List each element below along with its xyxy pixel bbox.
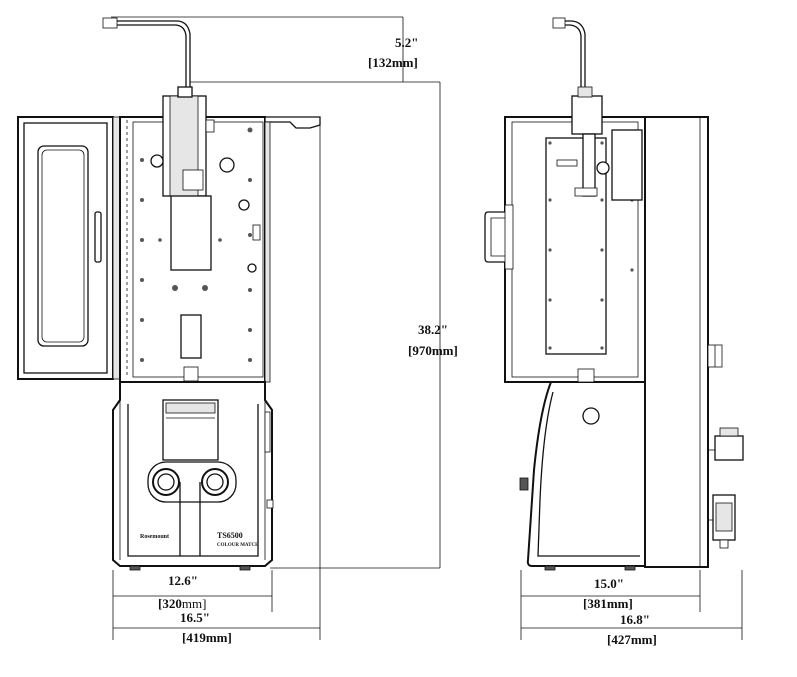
overall-depth-inch: 16.8" <box>620 612 650 627</box>
dimension-height: 38.2" [970mm] <box>270 82 458 569</box>
nozzle-offset-mm: [132mm] <box>368 55 418 70</box>
door-handle <box>94 211 102 263</box>
front-upper-chamber <box>119 86 321 383</box>
side-rear-panel <box>644 116 744 568</box>
dimension-overall-width: 16.5" [419mm] <box>113 125 321 645</box>
nozzle-offset-inch: 5.2" <box>395 35 418 50</box>
side-nozzle-pipe <box>552 17 586 96</box>
cabinet-width-inch: 12.6" <box>168 573 198 588</box>
depth-inch: 15.0" <box>594 576 624 591</box>
overall-width-inch: 16.5" <box>180 610 210 625</box>
overall-width-mm: [419mm] <box>182 630 232 645</box>
side-base <box>519 368 646 571</box>
side-upper-chamber <box>484 86 693 383</box>
side-view: 15.0" [381mm] 16.8" [427mm] <box>484 17 744 647</box>
front-view: Rosemount TS6500 COLOUR MATCH 5.2" [132m… <box>17 16 458 645</box>
front-nozzle-pipe <box>102 17 191 96</box>
dimension-cabinet-width: 12.6" [320mm] <box>112 570 273 640</box>
cabinet-width-mm: [320mm] <box>158 596 206 611</box>
front-base-cabinet: Rosemount TS6500 COLOUR MATCH <box>112 381 274 571</box>
model-sublabel: COLOUR MATCH <box>217 543 259 548</box>
dimension-depth: 15.0" [381mm] <box>520 570 701 640</box>
depth-mm: [381mm] <box>583 596 633 611</box>
front-open-door <box>17 116 122 380</box>
height-inch: 38.2" <box>418 322 448 337</box>
dimension-overall-depth: 16.8" [427mm] <box>521 570 743 647</box>
model-label: TS6500 <box>217 531 243 540</box>
brand-label: Rosemount <box>140 534 169 540</box>
height-mm: [970mm] <box>408 343 458 358</box>
overall-depth-mm: [427mm] <box>607 632 657 647</box>
dimension-nozzle-offset: 5.2" [132mm] <box>111 16 440 83</box>
